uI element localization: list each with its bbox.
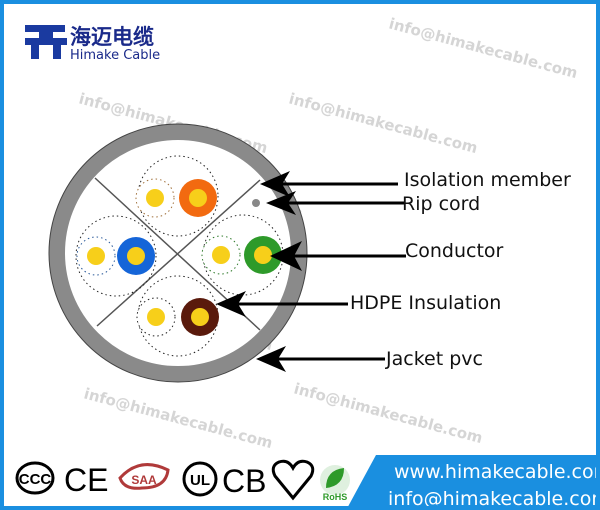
rip-cord bbox=[252, 199, 260, 207]
svg-text:CCC: CCC bbox=[19, 471, 52, 488]
label-rip-cord: Rip cord bbox=[402, 193, 480, 215]
footer-website[interactable]: www.himakecable.com bbox=[394, 461, 600, 483]
pair-brown bbox=[136, 275, 219, 357]
svg-text:SAA: SAA bbox=[131, 473, 157, 487]
label-isolation-member: Isolation member bbox=[404, 169, 571, 191]
callout-arrows bbox=[216, 171, 406, 372]
pair-orange bbox=[135, 155, 219, 237]
certification-logos: CCC CE SAA UL CB RoHS bbox=[15, 459, 350, 502]
brand-logo: 海迈电缆 Himake Cable bbox=[25, 25, 160, 63]
cable-diagram: 海迈电缆 Himake Cable info@himakecable.com i… bbox=[15, 14, 600, 510]
logo-mark-icon bbox=[25, 25, 67, 59]
label-jacket: Jacket pvc bbox=[385, 348, 483, 370]
cb-logo: CB bbox=[222, 463, 266, 499]
watermark: info@himakecable.com bbox=[387, 14, 580, 82]
label-hdpe-insulation: HDPE Insulation bbox=[350, 292, 501, 314]
ce-logo: CE bbox=[64, 462, 108, 498]
ccc-logo: CCC bbox=[15, 461, 55, 495]
label-conductor: Conductor bbox=[405, 240, 504, 262]
kc-heart-icon bbox=[271, 459, 315, 501]
svg-text:RoHS: RoHS bbox=[323, 492, 348, 502]
svg-text:UL: UL bbox=[190, 472, 210, 489]
pair-blue bbox=[75, 215, 157, 297]
ul-logo: UL bbox=[182, 461, 218, 497]
rohs-logo: RoHS bbox=[320, 465, 350, 502]
saa-logo: SAA bbox=[118, 463, 170, 490]
footer-email[interactable]: info@himakecable.com bbox=[388, 488, 600, 510]
watermark: info@himakecable.com bbox=[292, 379, 485, 447]
cable-cross-section bbox=[48, 123, 308, 383]
watermark: info@himakecable.com bbox=[82, 384, 275, 452]
brand-name-en: Himake Cable bbox=[70, 48, 160, 63]
watermark: info@himakecable.com bbox=[287, 89, 480, 157]
isolation-member bbox=[96, 179, 261, 327]
brand-name-cn: 海迈电缆 bbox=[70, 25, 154, 49]
footer-banner bbox=[348, 455, 596, 506]
